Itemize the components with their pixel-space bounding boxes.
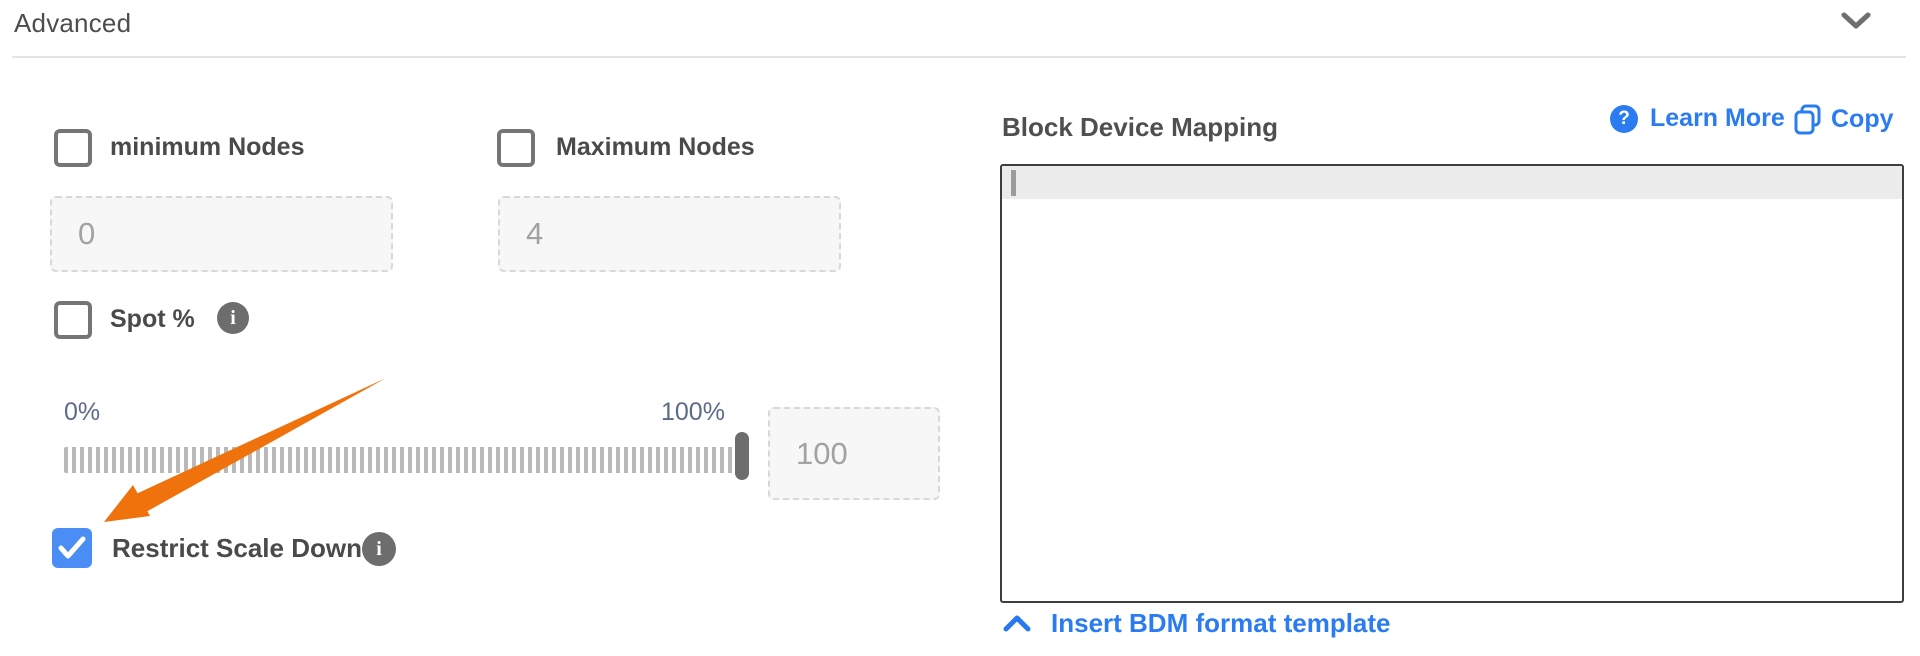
restrict-scale-down-label: Restrict Scale Down xyxy=(112,533,362,563)
spot-info-icon[interactable]: i xyxy=(217,302,249,334)
minimum-nodes-label: minimum Nodes xyxy=(110,133,305,161)
learn-more-label: Learn More xyxy=(1650,104,1785,132)
insert-bdm-template-label: Insert BDM format template xyxy=(1051,608,1391,638)
copy-button[interactable]: Copy xyxy=(1794,104,1894,135)
copy-icon xyxy=(1794,104,1821,135)
minimum-nodes-input[interactable] xyxy=(50,196,393,272)
bdm-editor-active-line xyxy=(1002,166,1902,199)
spot-percent-slider-track[interactable] xyxy=(64,447,740,473)
spot-percent-slider-handle[interactable] xyxy=(735,432,749,480)
restrict-info-icon[interactable]: i xyxy=(362,532,396,566)
bdm-editor[interactable] xyxy=(1000,164,1904,603)
section-divider xyxy=(12,56,1906,58)
chevron-up-icon xyxy=(1003,615,1031,632)
slider-max-label: 100% xyxy=(661,398,725,426)
spot-percent-input[interactable] xyxy=(768,407,940,500)
copy-label: Copy xyxy=(1831,105,1894,133)
chevron-down-icon[interactable] xyxy=(1841,11,1871,36)
section-title: Advanced xyxy=(14,8,132,38)
maximum-nodes-input[interactable] xyxy=(498,196,841,272)
maximum-nodes-checkbox[interactable] xyxy=(497,129,535,167)
bdm-title: Block Device Mapping xyxy=(1002,112,1278,142)
maximum-nodes-label: Maximum Nodes xyxy=(556,133,755,161)
question-icon: ? xyxy=(1610,104,1638,133)
text-caret xyxy=(1011,170,1016,196)
spot-percent-checkbox[interactable] xyxy=(54,301,92,339)
insert-bdm-template-link[interactable]: Insert BDM format template xyxy=(1003,608,1391,639)
spot-percent-label: Spot % xyxy=(110,305,195,333)
learn-more-link[interactable]: ? Learn More xyxy=(1610,104,1785,133)
restrict-scale-down-checkbox[interactable] xyxy=(52,528,92,568)
slider-min-label: 0% xyxy=(64,398,101,426)
checkmark-icon xyxy=(58,536,86,559)
minimum-nodes-checkbox[interactable] xyxy=(54,129,92,167)
